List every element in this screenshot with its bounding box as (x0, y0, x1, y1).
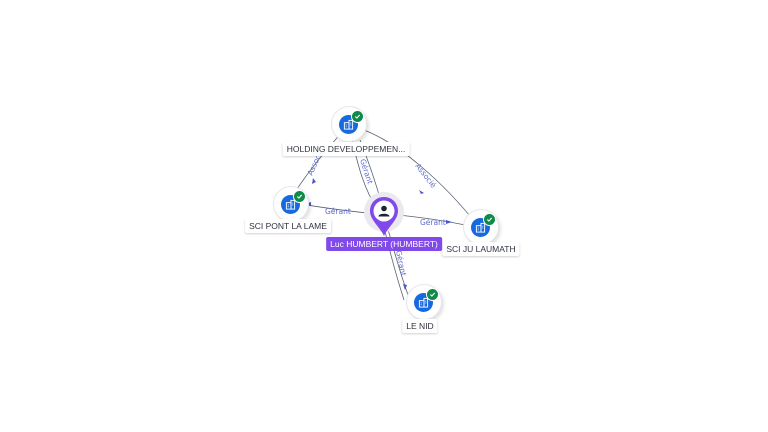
edge-label-center-ju: Gérant (420, 218, 446, 227)
person-icon (378, 205, 390, 217)
verified-check-icon (426, 288, 439, 301)
arrowhead-ju (446, 220, 452, 224)
entity-label-pont[interactable]: SCI PONT LA LAME (245, 219, 331, 233)
entity-label-nid[interactable]: LE NID (402, 319, 438, 333)
verified-check-icon (293, 190, 306, 203)
person-label[interactable]: Luc HUMBERT (HUMBERT) (326, 237, 442, 251)
entity-node-pont[interactable] (273, 186, 309, 222)
entity-label-holding[interactable]: HOLDING DEVELOPPEMEN... (282, 142, 410, 156)
arrowhead-holding-ju (419, 190, 424, 194)
person-node[interactable] (368, 196, 400, 238)
edge-label-center-pont: Gérant (325, 207, 351, 216)
arrowhead-holding-pont (312, 178, 316, 184)
verified-check-icon (351, 110, 364, 123)
entity-node-nid[interactable] (406, 284, 442, 320)
entity-node-ju[interactable] (463, 209, 499, 245)
edge-holding-ju (349, 125, 479, 227)
entity-node-holding[interactable] (331, 106, 367, 142)
verified-check-icon (483, 213, 496, 226)
edge-label-holding-ju: Associé (413, 162, 438, 190)
arrowhead-nid (403, 284, 407, 290)
edge-label-center-nid: Gérant (394, 250, 408, 277)
entity-label-ju[interactable]: SCI JU LAUMATH (442, 242, 520, 256)
